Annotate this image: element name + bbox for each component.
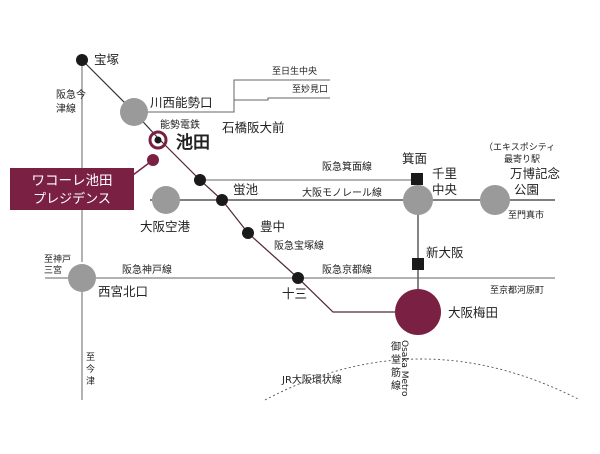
label-kawanishi: 川西能勢口: [150, 95, 213, 110]
station-juso[interactable]: [292, 272, 304, 284]
station-osaka-airport[interactable]: [152, 186, 180, 214]
station-ishibashi[interactable]: [194, 174, 206, 186]
label-kobe-line: 阪急神戸線: [122, 263, 172, 276]
label-jr-loop: JR大阪環状線: [281, 373, 342, 386]
label-to-kobe-1: 至神戸: [44, 253, 71, 265]
label-to-imazu-2: 今: [86, 363, 95, 375]
jr-loop-line: [264, 358, 581, 401]
label-expo-2: 最寄り駅: [504, 153, 540, 165]
station-minoh[interactable]: [411, 173, 423, 185]
label-to-myokenguchi: 至妙見口: [292, 83, 328, 95]
label-midosuji-3: 筋: [391, 366, 401, 379]
property-name-2: プレジデンス: [33, 191, 111, 207]
label-monorail-line: 大阪モノレール線: [302, 186, 382, 199]
label-hotarugaike: 蛍池: [233, 182, 259, 197]
label-to-imazu-1: 至: [86, 352, 95, 363]
label-juso: 十三: [282, 286, 307, 301]
label-to-kobe-2: 三宮: [44, 264, 62, 276]
label-midosuji-1: 御: [391, 340, 401, 353]
station-senri-chuo[interactable]: [403, 185, 433, 215]
station-ikeda-center: [154, 136, 162, 144]
station-toyonaka[interactable]: [242, 227, 254, 239]
label-banpaku-2: 公園: [514, 182, 539, 197]
station-hotarugaike[interactable]: [216, 194, 228, 206]
label-to-imazu-3: 津: [86, 376, 95, 387]
station-ikeda[interactable]: [148, 130, 168, 150]
label-toyonaka: 豊中: [260, 219, 285, 234]
label-takarazuka: 宝塚: [94, 52, 120, 67]
label-midosuji-metro: Osaka Metro: [399, 340, 409, 397]
label-senri-2: 中央: [432, 182, 458, 197]
nose-line-nissei: [134, 79, 330, 113]
station-shin-osaka[interactable]: [412, 258, 424, 270]
label-osaka-airport: 大阪空港: [140, 219, 191, 234]
label-to-monzen: 至門真市: [508, 209, 544, 221]
property-box[interactable]: [10, 168, 134, 210]
station-nishinomiya[interactable]: [68, 264, 96, 292]
label-kyoto-line: 阪急京都線: [322, 263, 372, 276]
label-to-kawaramachi: 至京都河原町: [490, 284, 544, 296]
label-umeda: 大阪梅田: [448, 305, 498, 320]
station-takarazuka[interactable]: [76, 54, 88, 66]
label-to-nissei: 至日生中央: [272, 65, 317, 77]
property-leader: [132, 159, 154, 176]
label-minoo-line: 阪急箕面線: [322, 160, 372, 173]
label-midosuji-2: 堂: [391, 354, 401, 366]
station-umeda[interactable]: [395, 289, 441, 335]
property-name-1: ワコーレ池田: [32, 173, 113, 189]
label-midosuji-4: 線: [391, 379, 401, 392]
label-nishinomiya: 西宮北口: [98, 284, 148, 299]
label-takarazuka-line: 阪急宝塚線: [274, 239, 324, 252]
label-banpaku-1: 万博記念: [510, 166, 561, 181]
station-kawanishi[interactable]: [120, 98, 148, 126]
station-banpaku[interactable]: [480, 185, 510, 215]
label-nose-line: 能勢電鉄: [160, 118, 200, 131]
label-ikeda: 池田: [176, 132, 210, 153]
label-ishibashi: 石橋阪大前: [222, 120, 285, 135]
label-imazu-line-1: 阪急今: [56, 88, 86, 101]
label-expo-1: （エキスポシティ: [484, 142, 555, 153]
label-imazu-line-2: 津線: [56, 102, 76, 115]
label-minoh: 箕面: [402, 151, 427, 166]
label-senri-1: 千里: [432, 166, 457, 181]
label-shin-osaka: 新大阪: [426, 245, 464, 260]
nose-line-myoken: [234, 97, 330, 101]
